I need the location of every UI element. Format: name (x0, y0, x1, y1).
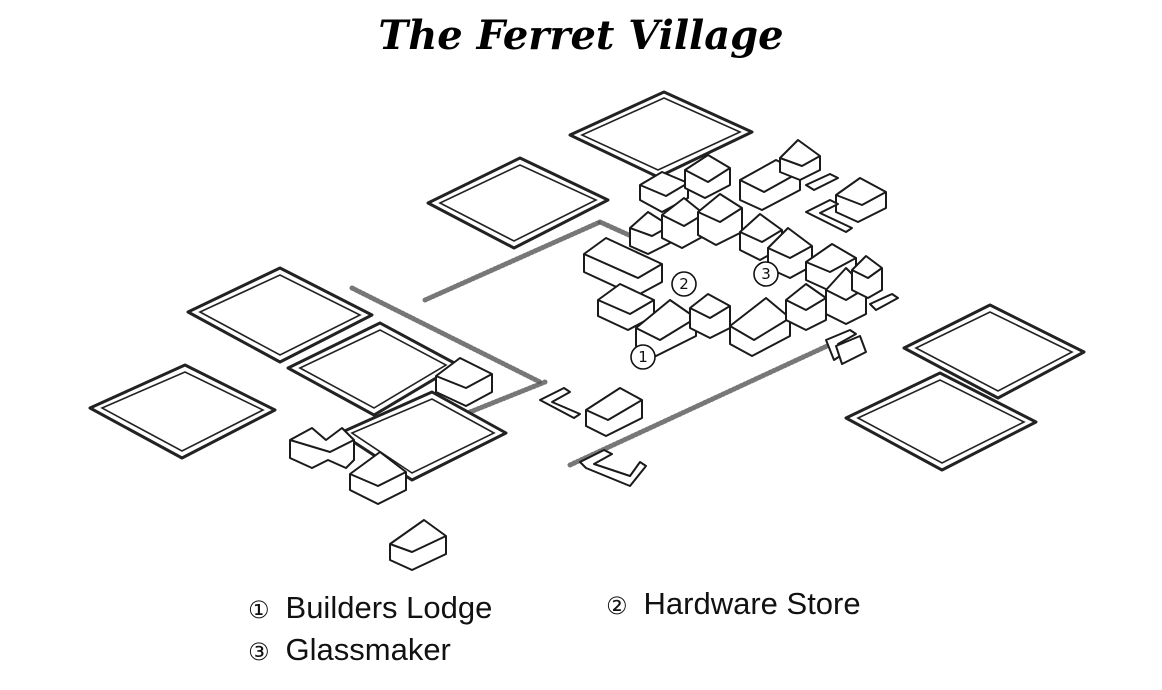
marker-1-number: 1 (638, 348, 648, 366)
house (597, 283, 655, 331)
legend-item-hardware-store: ② Hardware Store (606, 586, 861, 622)
house (585, 387, 643, 437)
marker-3: 3 (753, 261, 779, 287)
legend-symbol: ① (248, 596, 270, 624)
wall-segment (869, 293, 899, 311)
marker-1: 1 (630, 344, 656, 370)
house (835, 177, 887, 223)
legend-label: Glassmaker (285, 632, 451, 667)
path (349, 285, 543, 385)
legend-label: Hardware Store (643, 586, 861, 621)
path (467, 379, 548, 415)
wall-segment (825, 329, 857, 361)
field-plot (426, 156, 610, 250)
legend-symbol: ③ (248, 638, 270, 666)
house (779, 139, 821, 181)
house (349, 451, 407, 505)
house (851, 255, 883, 299)
village-buildings (289, 139, 899, 571)
field-plot (186, 266, 374, 364)
wall-segment (539, 387, 581, 419)
marker-2-number: 2 (679, 275, 689, 293)
paths (349, 219, 843, 468)
map-title: The Ferret Village (378, 12, 784, 59)
path (422, 219, 603, 303)
house (389, 519, 447, 571)
field-plots (88, 90, 1086, 482)
field-plot (568, 90, 754, 179)
field-plot (844, 371, 1038, 472)
house (661, 197, 705, 249)
wall-segment (805, 173, 839, 191)
legend-item-builders-lodge: ① Builders Lodge (248, 590, 492, 626)
house (767, 227, 813, 279)
wall-segment (835, 335, 867, 365)
legend-label: Builders Lodge (285, 590, 493, 625)
house (289, 427, 355, 469)
marker-3-number: 3 (761, 265, 771, 283)
wall-segment (805, 199, 853, 233)
house (689, 293, 731, 339)
marker-2: 2 (671, 271, 697, 297)
house (435, 357, 493, 407)
field-plot (902, 303, 1086, 400)
house (684, 154, 731, 199)
wall-segment (579, 449, 647, 487)
house (697, 193, 743, 246)
house (785, 283, 827, 331)
legend-symbol: ② (606, 592, 628, 620)
path (567, 337, 843, 468)
field-plot (88, 363, 277, 460)
house (729, 297, 791, 357)
legend-item-glassmaker: ③ Glassmaker (248, 632, 451, 668)
